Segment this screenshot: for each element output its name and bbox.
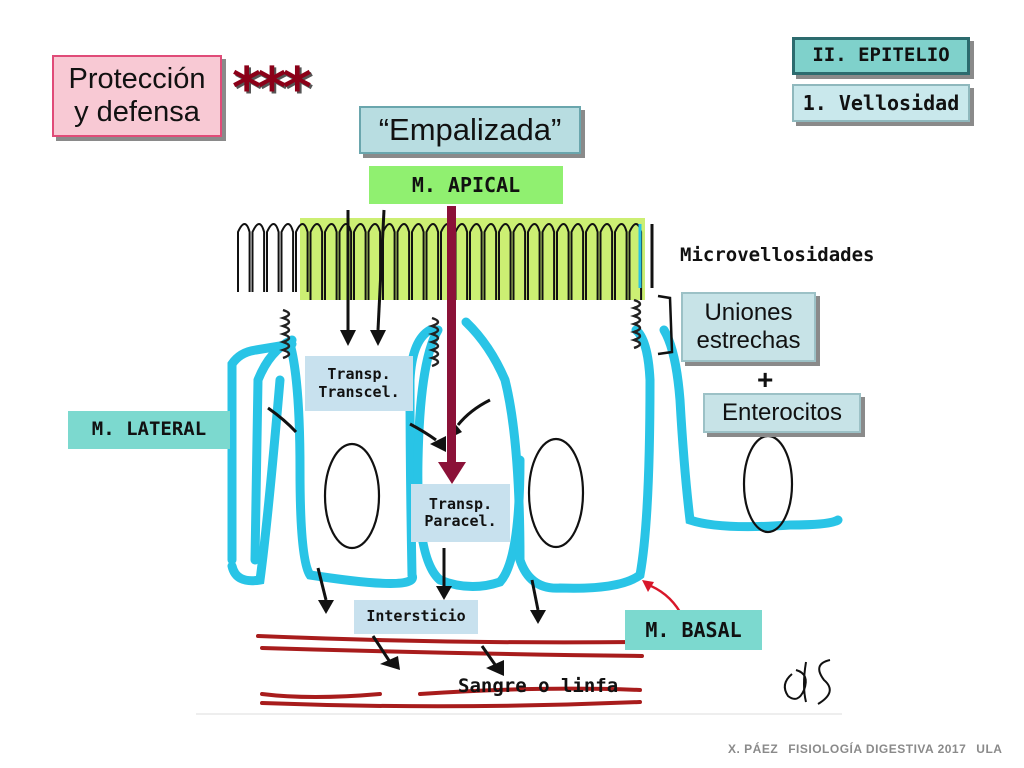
transport-arrows: [267, 209, 540, 667]
paracellular-line1: Transp.: [428, 494, 493, 513]
tight-junctions: [279, 298, 642, 368]
topic-title-line2: y defensa: [74, 96, 200, 128]
microvilli: [237, 223, 643, 300]
blood-lymph-label: Sangre o linfa: [458, 675, 619, 697]
paracellular-line2: Paracel.: [424, 512, 497, 530]
footer-credit: X. PÁEZ FISIOLOGÍA DIGESTIVA 2017 ULA: [728, 742, 1002, 756]
junction-bracket: [657, 294, 674, 356]
plus-sign: +: [757, 364, 774, 395]
emphasis-stars: ***: [232, 56, 312, 121]
tight-junctions-line2: estrechas: [696, 327, 801, 354]
footer-author: X. PÁEZ: [728, 742, 779, 756]
transcellular-line1: Transp.: [327, 365, 391, 384]
interstitium-label: Intersticio: [354, 600, 478, 634]
tight-junctions-line1: Uniones: [704, 299, 793, 327]
nuclei: [323, 434, 794, 550]
blood-vessels: [256, 634, 644, 709]
apical-microvilli-fill: [300, 218, 645, 300]
transcellular-line2: Transcel.: [318, 382, 400, 401]
topic-title-line1: Protección: [68, 62, 206, 95]
topic-label: 1. Vellosidad: [792, 84, 970, 122]
footer-org: ULA: [976, 742, 1003, 756]
microvilli-label: Microvellosidades: [680, 244, 875, 266]
apical-membrane-label: M. APICAL: [369, 166, 563, 204]
lateral-membrane-label: M. LATERAL: [68, 411, 230, 449]
author-signature: [783, 659, 831, 705]
transcellular-label: Transp.Transcel.: [305, 356, 413, 411]
basal-membrane-label: M. BASAL: [625, 610, 762, 650]
microvilli-loops: [237, 223, 643, 300]
paracellular-arrow: [438, 206, 466, 484]
paracellular-label: Transp.Paracel.: [411, 484, 510, 542]
basal-pointer: [645, 582, 682, 613]
chapter-label: II. EPITELIO: [792, 37, 970, 75]
subtitle-box: “Empalizada”: [359, 106, 581, 154]
footer-course: FISIOLOGÍA DIGESTIVA 2017: [788, 742, 967, 756]
enterocytes-label: Enterocitos: [703, 393, 861, 433]
